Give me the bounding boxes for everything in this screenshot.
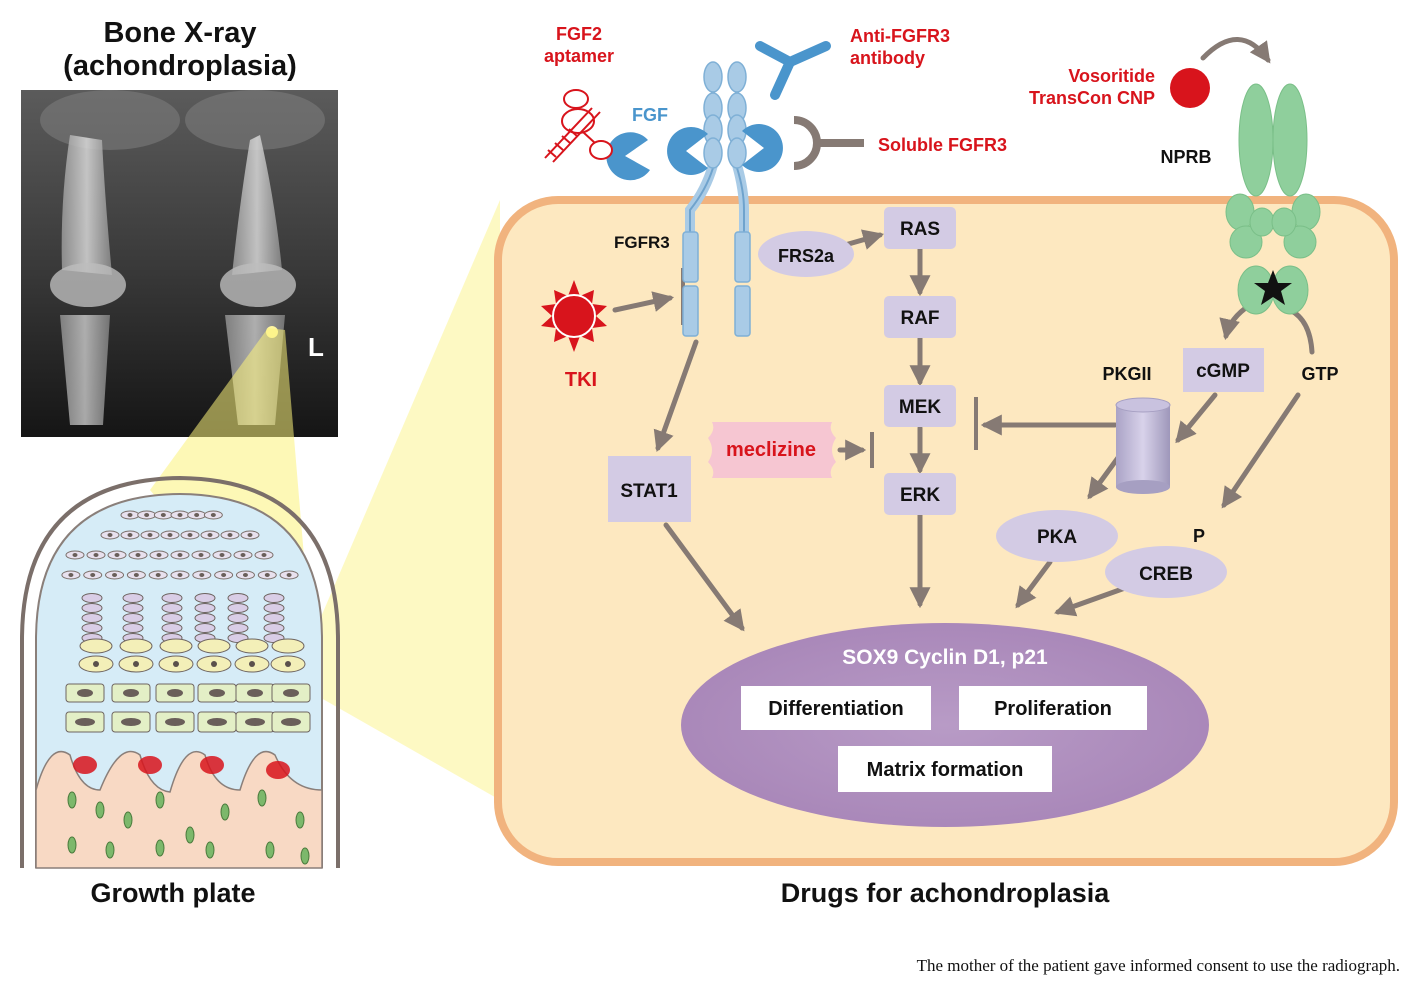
xray-title-line2: (achondroplasia) xyxy=(63,50,297,82)
consent-caption: The mother of the patient gave informed … xyxy=(916,956,1400,975)
pka-label: PKA xyxy=(1037,527,1077,548)
matrix-formation-label: Matrix formation xyxy=(867,759,1024,781)
matrix-formation-box xyxy=(838,746,1052,792)
stat1-node xyxy=(608,456,691,522)
proliferation-label: Proliferation xyxy=(994,698,1112,720)
meclizine-badge xyxy=(708,422,836,478)
chondrocyte-layers xyxy=(61,510,311,733)
nucleus-title: SOX9 Cyclin D1, p21 xyxy=(842,646,1048,669)
soluble-fgfr3-label: Soluble FGFR3 xyxy=(878,135,1007,155)
frs2a-label: FRS2a xyxy=(778,246,835,266)
erk-node xyxy=(884,473,956,515)
fgf2-aptamer-icon xyxy=(544,89,613,163)
arrow-tki-inhibit xyxy=(612,291,675,313)
pkgii-label: PKGII xyxy=(1102,364,1151,384)
meclizine-label: meclizine xyxy=(726,439,816,461)
ras-label: RAS xyxy=(900,219,940,240)
nucleus xyxy=(681,623,1209,827)
erk-label: ERK xyxy=(900,485,940,506)
tki-label: TKI xyxy=(565,369,597,391)
frs2a-node xyxy=(758,231,854,277)
fgfr3-receptor xyxy=(682,61,751,337)
fgf-ligand-left xyxy=(606,132,650,181)
stat1-label: STAT1 xyxy=(620,481,678,502)
arrow-cgmp-pkgii xyxy=(1175,392,1218,444)
creb-label: CREB xyxy=(1139,564,1193,585)
arrow-pka-nucleus xyxy=(1015,559,1053,609)
differentiation-label: Differentiation xyxy=(768,698,904,720)
fgf2-aptamer-line2: aptamer xyxy=(544,46,614,66)
gtp-label: GTP xyxy=(1301,364,1338,384)
anti-fgfr3-line1: Anti-FGFR3 xyxy=(850,26,950,46)
arrow-creb-nucleus xyxy=(1054,585,1128,617)
fgf2-aptamer-line1: FGF2 xyxy=(556,24,602,44)
catalytic-site-star-icon xyxy=(1254,270,1292,305)
fgf-ligand-center xyxy=(667,127,708,175)
mek-label: MEK xyxy=(899,397,942,418)
arrow-pkgii-pka xyxy=(1087,452,1123,500)
growth-plate-label: Growth plate xyxy=(90,878,255,908)
cgmp-label: cGMP xyxy=(1196,361,1250,382)
fgfr3-label: FGFR3 xyxy=(614,233,670,252)
cgmp-node xyxy=(1183,348,1264,392)
raf-node xyxy=(884,296,956,338)
creb-node xyxy=(1105,546,1227,598)
anti-fgfr3-line2: antibody xyxy=(850,48,925,68)
arrow-stat1-nucleus xyxy=(663,522,745,632)
mek-node xyxy=(884,385,956,427)
vosoritide-line1: Vosoritide xyxy=(1068,66,1155,86)
pka-node xyxy=(996,510,1118,562)
arrow-frs2a-ras xyxy=(842,229,885,250)
vosoritide-line2: TransCon CNP xyxy=(1029,88,1155,108)
proliferation-box xyxy=(959,686,1147,730)
main-title: Drugs for achondroplasia xyxy=(781,878,1111,908)
ossification-front xyxy=(35,750,323,869)
xray-side-marker: L xyxy=(308,332,324,362)
arrow-fgfr3-stat1 xyxy=(653,339,699,452)
phospho-label: P xyxy=(1193,526,1205,546)
antibody-icon xyxy=(755,41,831,100)
xray-title-line1: Bone X-ray xyxy=(103,17,256,49)
nprb-label: NPRB xyxy=(1160,147,1211,167)
fgf-label: FGF xyxy=(632,105,668,125)
xray-panel: Bone X-ray (achondroplasia) L xyxy=(21,17,338,437)
arrow-cnp-nprb xyxy=(1200,37,1271,64)
growth-plate-illustration xyxy=(20,475,340,869)
fgf-ligand-right xyxy=(742,124,783,172)
soluble-fgfr3-icon xyxy=(793,116,864,170)
raf-label: RAF xyxy=(900,308,939,329)
differentiation-box xyxy=(741,686,931,730)
projection-beam-lower xyxy=(293,200,500,800)
pkgii-icon xyxy=(1115,397,1171,494)
arrow-gtp-p xyxy=(1221,392,1301,509)
ras-node xyxy=(884,207,956,249)
tki-icon xyxy=(541,280,607,352)
vosoritide-cnp-icon xyxy=(1170,68,1210,108)
